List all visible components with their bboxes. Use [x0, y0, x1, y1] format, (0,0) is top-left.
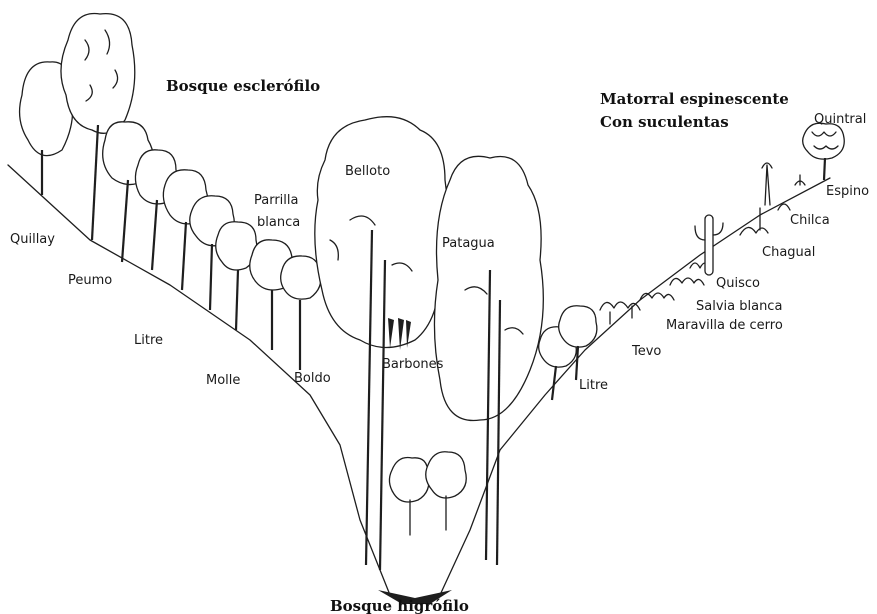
belloto-tree — [315, 117, 448, 570]
label-quintral: Quintral — [814, 112, 866, 127]
label-litre-right: Litre — [579, 378, 608, 393]
label-espino: Espino — [826, 184, 869, 199]
chagual-plant — [740, 208, 768, 235]
label-patagua: Patagua — [442, 236, 495, 251]
label-tevo: Tevo — [631, 344, 661, 359]
label-boldo: Boldo — [294, 371, 331, 386]
label-maravilla: Maravilla de cerro — [666, 318, 783, 333]
label-parrilla-line2: blanca — [257, 215, 300, 230]
heading-bosque-esclerofilo: Bosque esclerófilo — [166, 77, 320, 95]
label-salvia: Salvia blanca — [696, 299, 782, 314]
chilca-shrub — [762, 163, 790, 210]
label-molle: Molle — [206, 373, 240, 388]
quintral-shrub — [803, 123, 845, 180]
patagua-tree — [434, 156, 543, 565]
heading-matorral-line2: Con suculentas — [600, 113, 729, 131]
label-chilca: Chilca — [790, 213, 830, 228]
higrofilo-trees — [389, 452, 466, 535]
salvia-shrubs — [670, 263, 710, 285]
tevo-shrubs — [600, 293, 674, 324]
heading-matorral-line1: Matorral espinescente — [600, 90, 789, 108]
label-parrilla-line1: Parrilla — [254, 193, 298, 208]
boldo-tree — [250, 240, 321, 370]
label-belloto: Belloto — [345, 164, 390, 179]
espino-tree — [795, 175, 805, 185]
label-peumo: Peumo — [68, 273, 112, 288]
heading-bosque-higrofilo: Bosque higrófilo — [330, 597, 469, 614]
label-litre-left: Litre — [134, 333, 163, 348]
molle-tree — [163, 170, 257, 330]
label-quisco: Quisco — [716, 276, 760, 291]
label-barbones: Barbones — [382, 357, 444, 372]
label-chagual: Chagual — [762, 245, 815, 260]
label-quillay: Quillay — [10, 232, 55, 247]
